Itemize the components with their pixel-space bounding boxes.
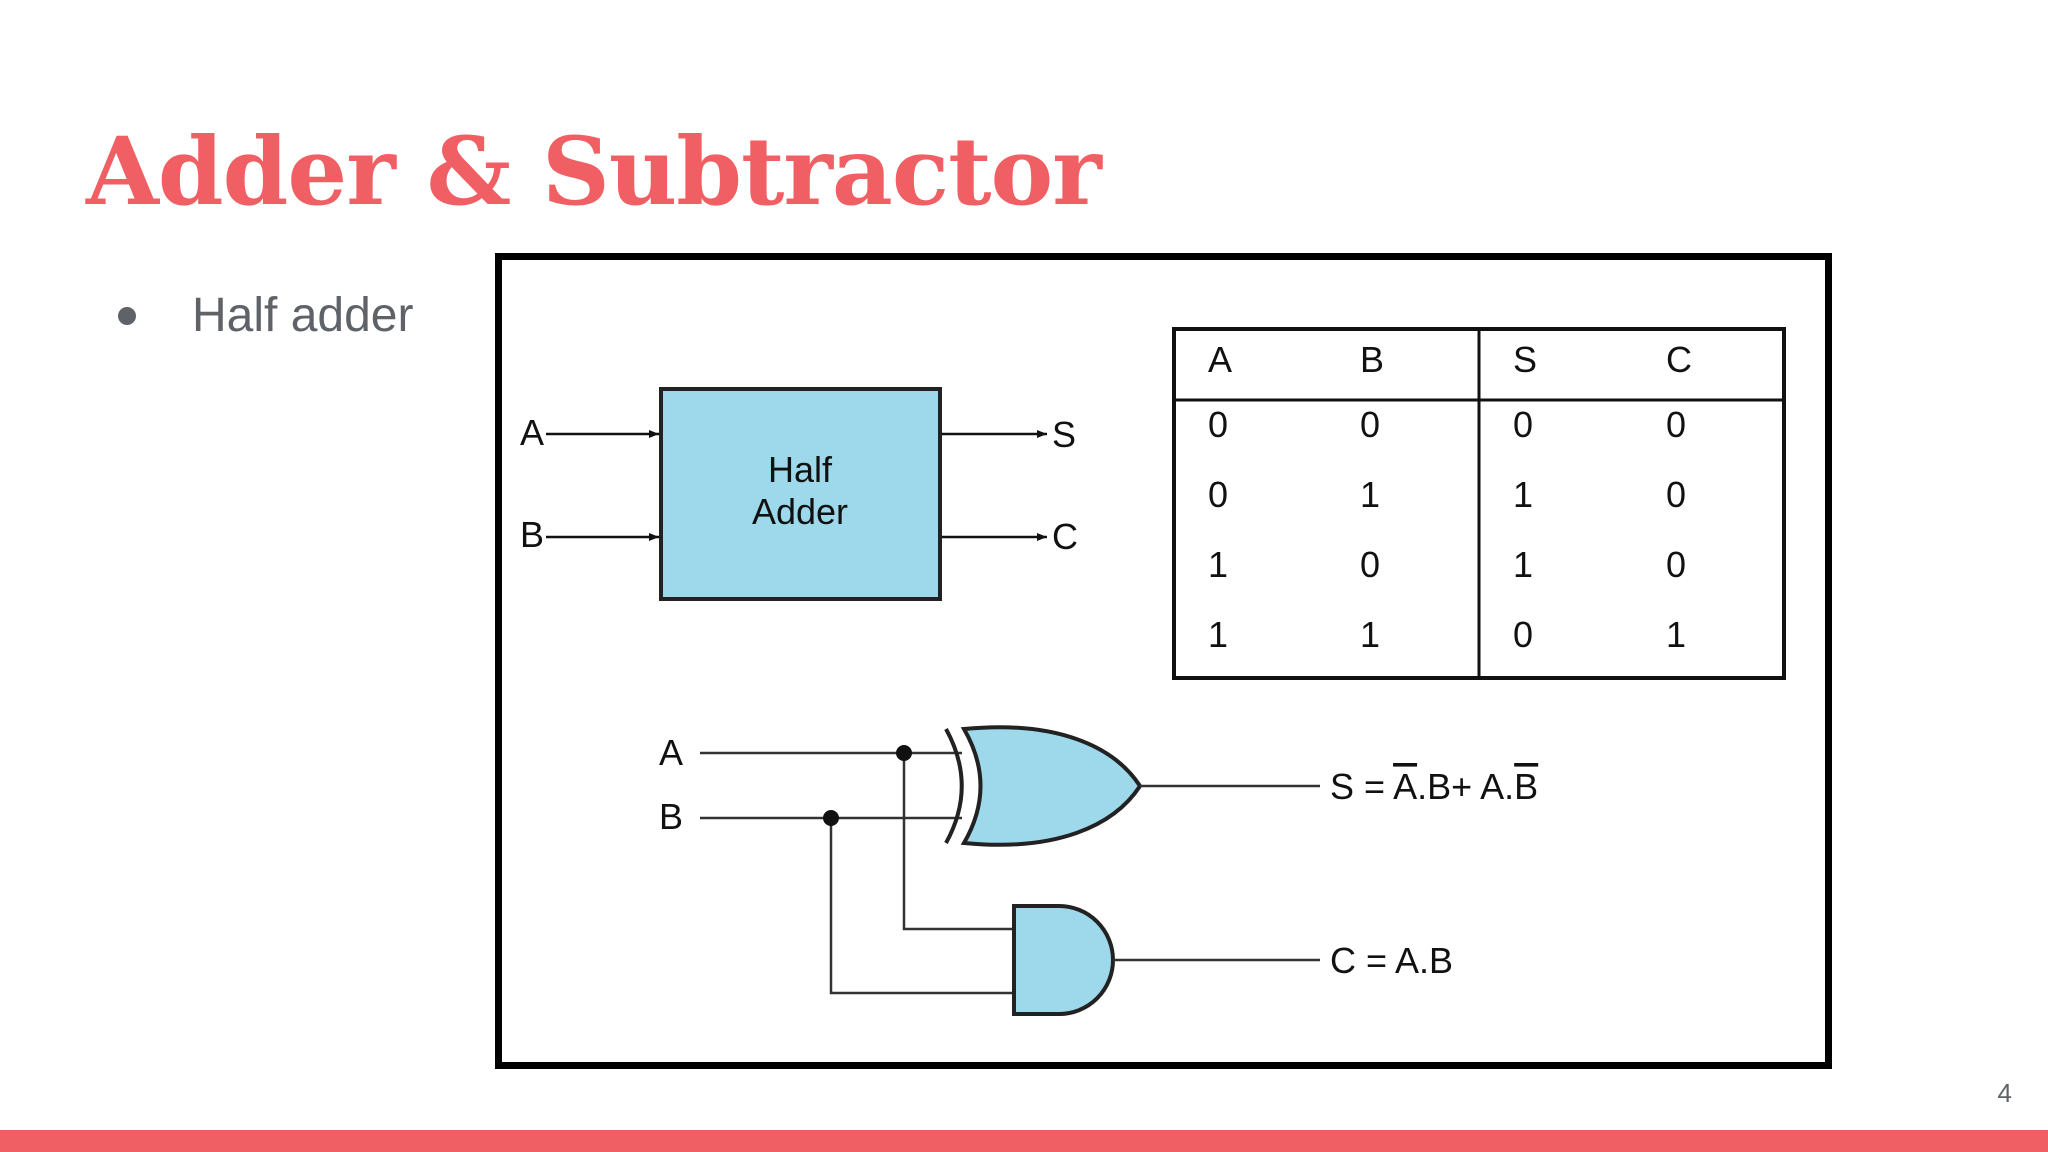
page-number: 4 [1997,1078,2012,1108]
half-adder-block-diagram: Half Adder A B S C [520,387,1078,601]
carry-expression: C = A.B [1330,940,1453,981]
truth-table-cell: 1 [1208,544,1228,585]
circuit-input-a-label: A [659,732,683,773]
block-input-a-label: A [520,412,544,453]
and-gate [1012,904,1115,1016]
truth-table: A B S C 0 0 0 0 0 1 1 0 1 0 1 0 1 1 0 1 [1172,327,1786,680]
bullet-text: Half adder [192,289,414,342]
truth-table-header-cell: S [1513,339,1537,380]
gate-level-circuit: A B S = A.B+ A.B [659,725,1538,1016]
truth-table-cell: 0 [1666,404,1686,445]
truth-table-cell: 0 [1513,404,1533,445]
truth-table-cell: 0 [1360,544,1380,585]
bullet-item: Half adder [118,288,413,344]
truth-table-header-cell: C [1666,339,1692,380]
half-adder-block [659,387,942,601]
xor-input-curve [944,728,964,844]
truth-table-cell: 0 [1666,474,1686,515]
wire-b-to-and [829,818,1016,995]
truth-table-cells: A B S C 0 0 0 0 0 1 1 0 1 0 1 0 1 1 0 1 [1208,339,1692,655]
truth-table-cell: 0 [1208,474,1228,515]
block-output-c-label: C [1052,516,1078,557]
truth-table-cell: 1 [1360,474,1380,515]
truth-table-cell: 1 [1208,614,1228,655]
truth-table-header-cell: A [1208,339,1232,380]
truth-table-header-cell: B [1360,339,1384,380]
truth-table-cell: 0 [1360,404,1380,445]
circuit-input-b-label: B [659,796,683,837]
truth-table-cell: 1 [1513,544,1533,585]
truth-table-cell: 1 [1666,614,1686,655]
truth-table-cell: 0 [1666,544,1686,585]
junction-b-dot [823,810,839,826]
truth-table-cell: 1 [1513,474,1533,515]
truth-table-cell: 0 [1208,404,1228,445]
sum-expression: S = A.B+ A.B [1330,766,1538,807]
truth-table-cell: 0 [1513,614,1533,655]
wire-a-to-and [902,753,1016,931]
bullet-dot-icon [118,307,136,325]
block-title-line1: Half [768,449,833,490]
slide-title: Adder & Subtractor [86,117,1102,227]
junction-a-dot [896,745,912,761]
block-title-line2: Adder [752,491,848,532]
sum-term2-var: B [1514,766,1538,807]
bottom-accent-bar [0,1130,2048,1152]
block-output-s-label: S [1052,414,1076,455]
truth-table-cell: 1 [1360,614,1380,655]
block-input-b-label: B [520,514,544,555]
sum-term1-var: A [1393,766,1417,807]
xor-gate [960,725,1143,847]
